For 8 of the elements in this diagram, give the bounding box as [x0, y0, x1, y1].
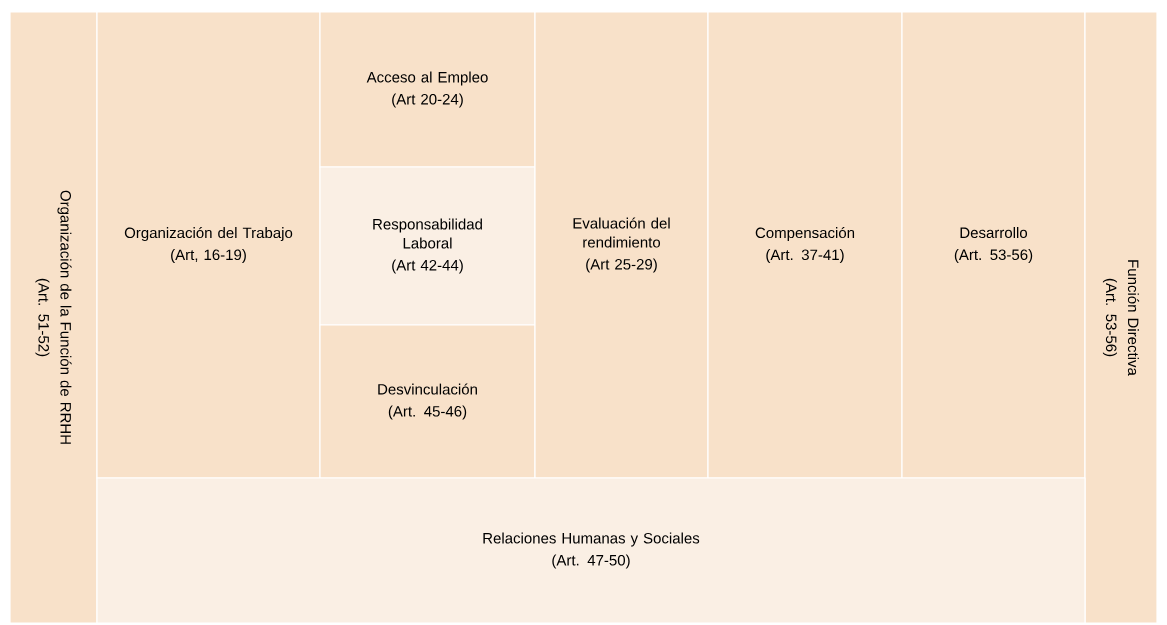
side-band: Organización de la Función de RRHH (Art. 51-52): [9, 11, 98, 624]
bottom-band: Relaciones Humanas y Sociales (Art. 47-50): [96, 477, 1086, 624]
topic-box: Acceso al Empleo (Art 20-24): [319, 11, 536, 168]
topic-box: Responsabilidad Laboral (Art 42-44): [319, 166, 536, 326]
side-band: Función Directiva (Art. 53-56): [1084, 11, 1158, 624]
topic-box: Desvinculación (Art. 45-46): [319, 324, 536, 479]
topic-box: Compensación (Art. 37-41): [707, 11, 903, 479]
topic-box: Desarrollo (Art. 53-56): [901, 11, 1086, 479]
